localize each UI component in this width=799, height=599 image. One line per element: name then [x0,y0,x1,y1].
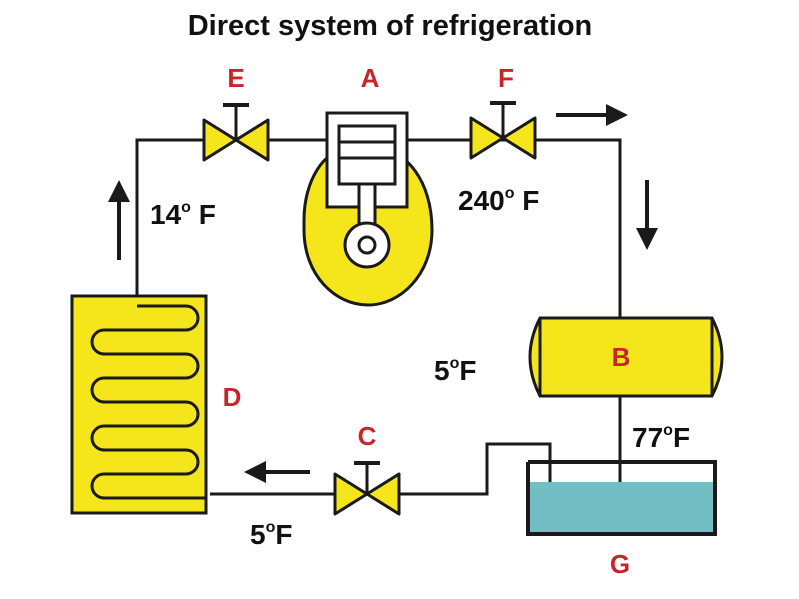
temp-discharge: 240o F [458,185,539,216]
condenser [528,316,724,398]
receiver [526,460,717,536]
label-f: F [498,63,514,93]
temp-evaporator-inlet: 5oF [250,519,292,550]
valve-c-body [333,472,401,516]
label-c: C [358,421,377,451]
arrow-right-icon [556,104,628,126]
temp-receiver: 77oF [632,422,690,453]
label-e: E [227,63,244,93]
label-d: D [223,382,242,412]
compressor-crank-pin [357,235,377,255]
compressor-piston [337,124,397,186]
label-a: A [361,63,380,93]
temp-condenser: 5oF [434,355,476,386]
flow-arrows [108,104,658,483]
receiver-liquid [528,482,715,534]
receiver-tank [526,460,717,536]
label-b: B [612,342,631,372]
arrow-up-icon [108,180,130,260]
label-g: G [610,549,630,579]
diagram-title: Direct system of refrigeration [188,10,593,42]
compressor [302,111,434,307]
evaporator [70,294,208,515]
valve-f-body [469,116,537,160]
valve-e [202,103,270,162]
valve-e-body [202,118,270,162]
arrow-left-icon [244,461,310,483]
valve-c [333,461,401,516]
temp-suction: 14o F [150,199,216,230]
arrow-down-icon [636,180,658,250]
evaporator-coil [90,304,206,500]
valve-f [469,101,537,160]
